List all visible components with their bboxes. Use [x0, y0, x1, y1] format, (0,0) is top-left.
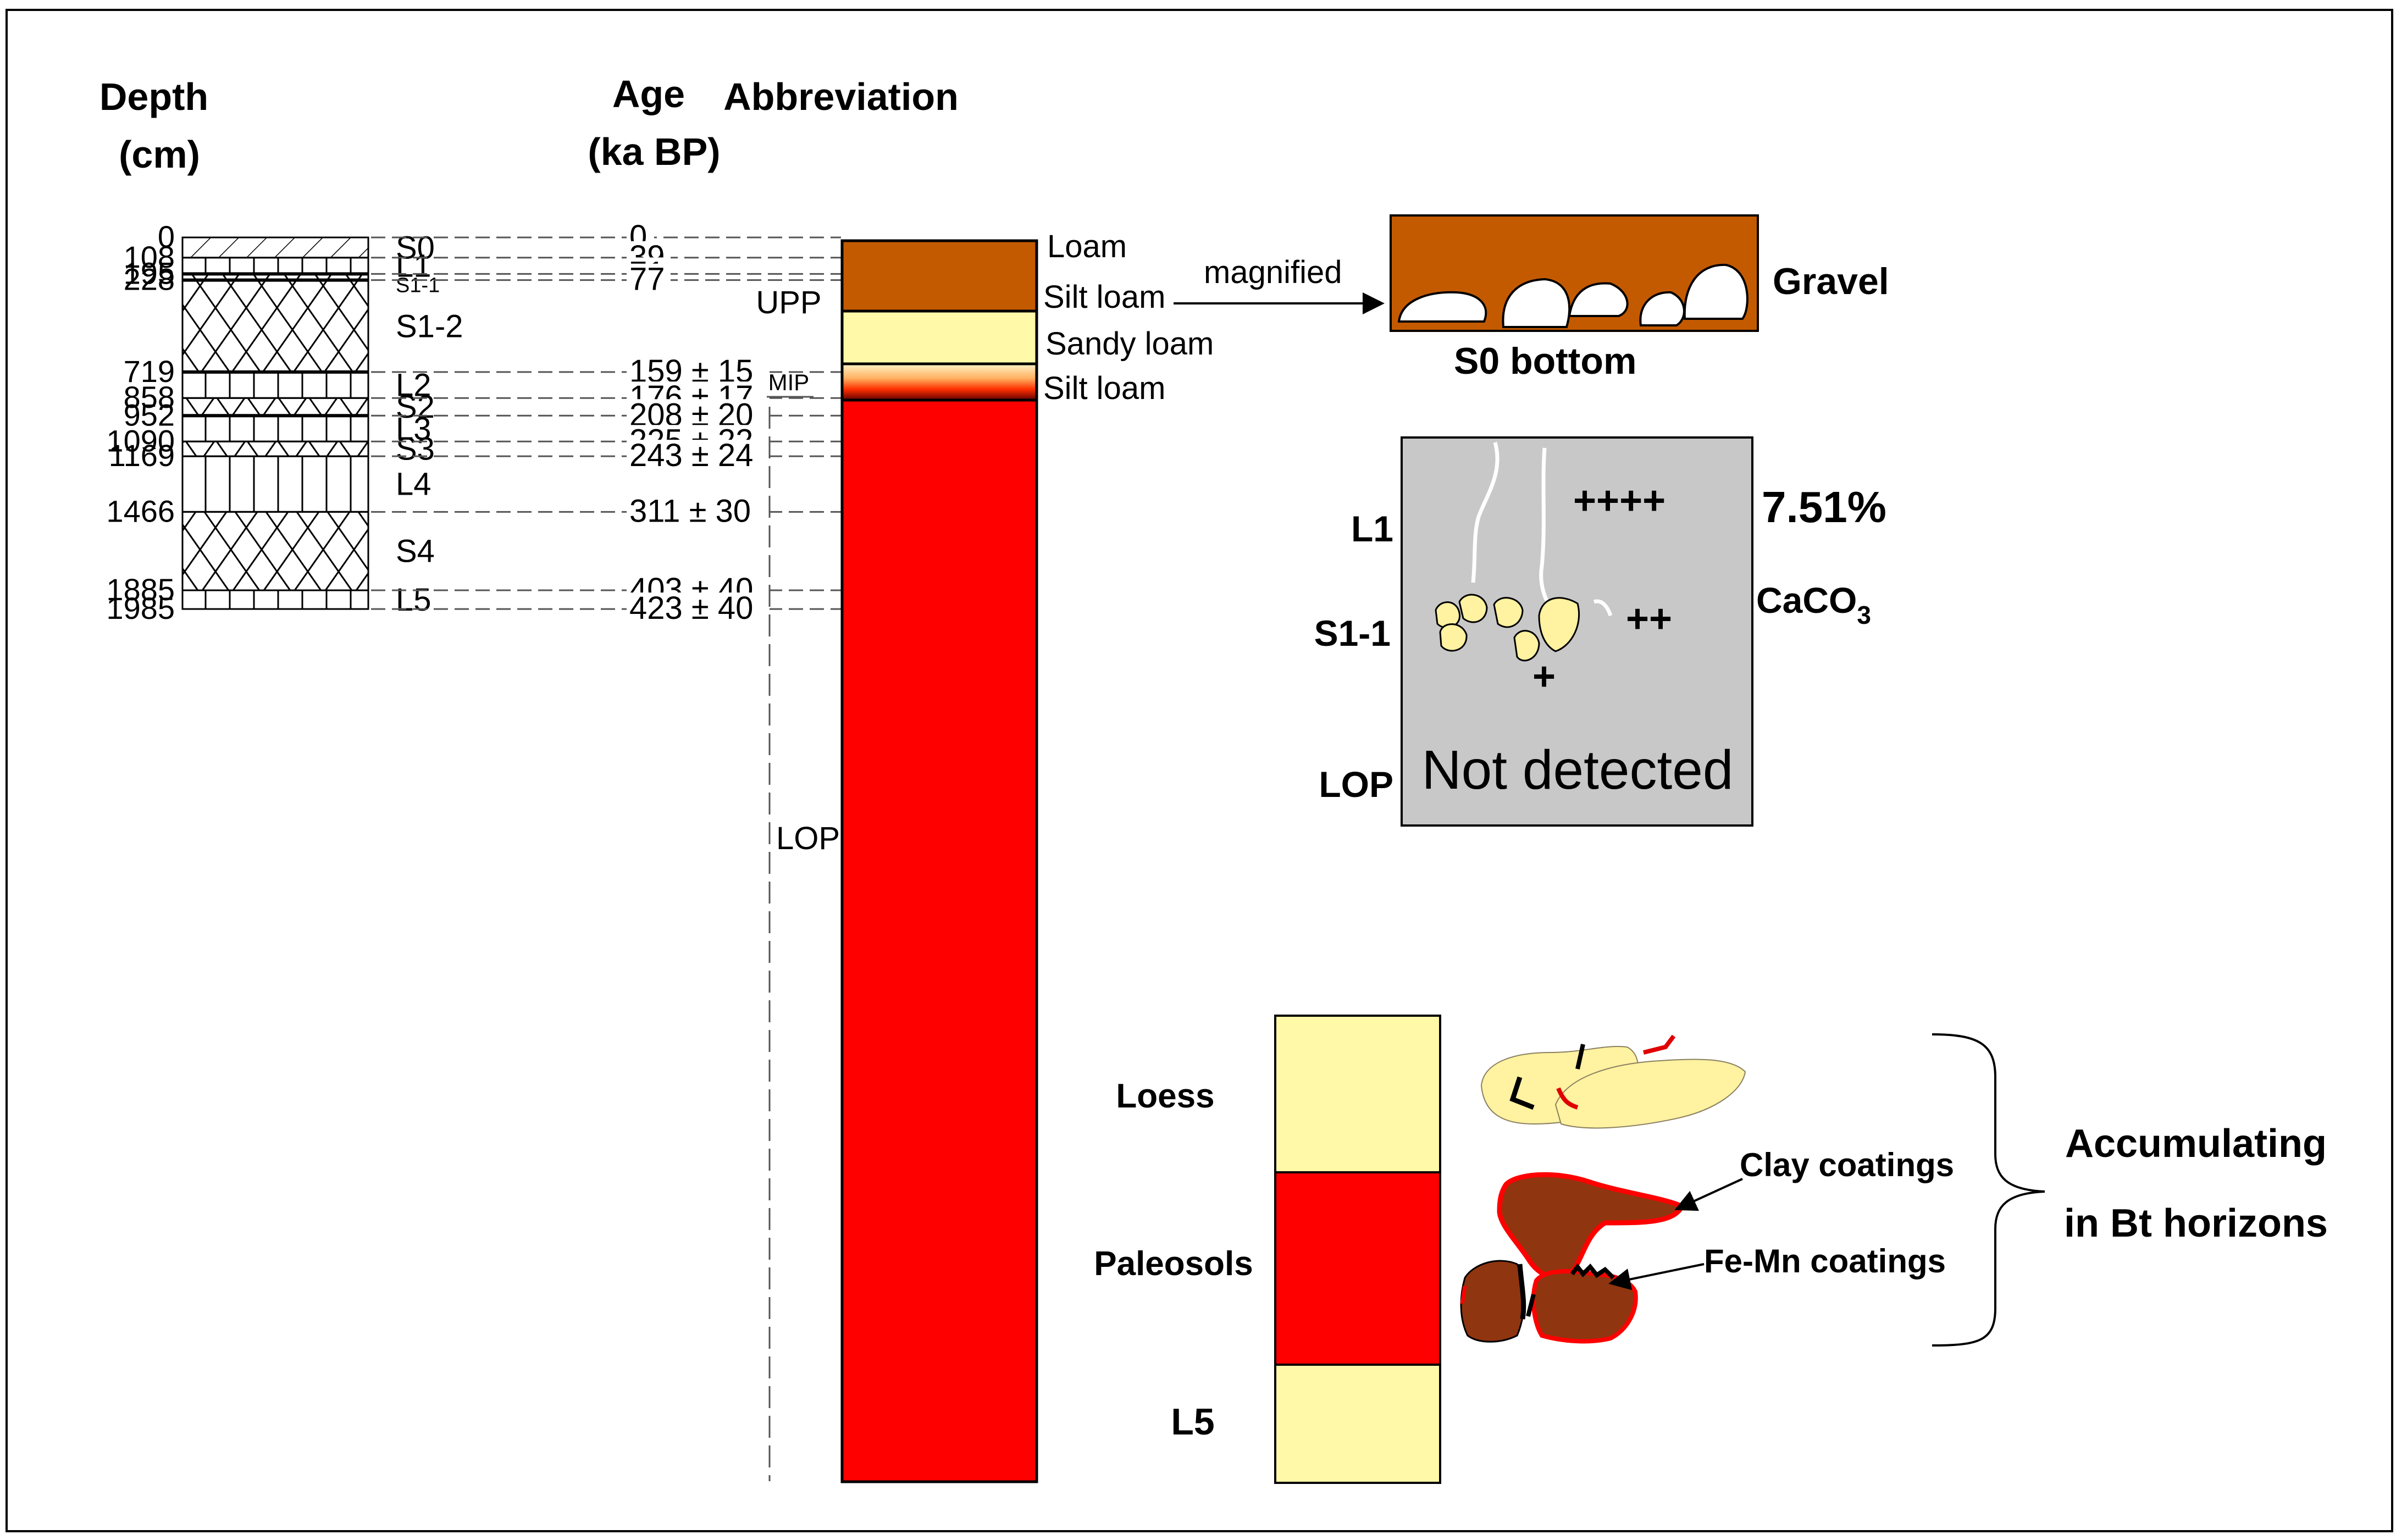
depth-tick-label: 195: [124, 256, 175, 290]
texture-label-sandy-loam: Sandy loam: [1045, 326, 1214, 362]
unit-s3-layer: [181, 440, 369, 457]
carbonate-row-l1: L1: [1351, 508, 1393, 549]
unit-l3-layer: [181, 414, 369, 442]
carbonate-mark-high: ++++: [1573, 479, 1665, 523]
texture-sandy-loam-band: [840, 309, 1038, 365]
unit-l4-layer: [181, 455, 369, 513]
abbr-mip: MIP: [768, 369, 810, 395]
texture-label-loam: Loam: [1047, 229, 1127, 264]
depth-tick-label: 1169: [109, 438, 175, 473]
depth-header: Depth: [99, 75, 208, 118]
bt-label-loess: Loess: [1116, 1077, 1214, 1115]
femn-coatings-label: Fe-Mn coatings: [1704, 1243, 1946, 1279]
depth-tick-label: 108: [124, 240, 175, 274]
unit-label: S1-1: [396, 274, 440, 297]
age-header: Age: [612, 73, 685, 115]
bt-label-l5: L5: [1171, 1401, 1214, 1443]
abbr-upp: UPP: [756, 285, 821, 320]
paleosol-peds: [1460, 1172, 1686, 1344]
age-unit-header: (ka BP): [588, 130, 720, 173]
carbonate-row-lop: LOP: [1319, 764, 1393, 805]
unit-label: S1-2: [396, 308, 463, 344]
unit-label: L1: [396, 248, 431, 284]
unit-s2-layer: [181, 397, 369, 417]
unit-label: S0: [396, 230, 435, 265]
not-detected-label: Not detected: [1421, 739, 1733, 801]
depth-tick-label: 1985: [106, 591, 175, 625]
age-label: 77: [629, 262, 665, 297]
depth-tick-label: 1090: [106, 423, 175, 458]
carbonate-row-s1-1: S1-1: [1314, 613, 1391, 653]
depth-tick-label: 228: [124, 262, 175, 297]
unit-label: L5: [396, 582, 431, 618]
texture-silt-loam-red-band: [840, 398, 1038, 1483]
unit-s4-layer: [181, 511, 369, 591]
depth-unit-header: (cm): [119, 133, 200, 176]
s0-bottom-caption: S0 bottom: [1454, 340, 1636, 382]
unit-label: S3: [396, 431, 435, 467]
gravel-label: Gravel: [1773, 261, 1889, 302]
bt-label-paleosols: Paleosols: [1094, 1245, 1253, 1283]
depth-tick-label: 952: [124, 397, 175, 432]
age-label-bg: [627, 263, 671, 295]
figure-frame: [5, 9, 2393, 1532]
age-label-bg: [627, 399, 770, 430]
age-label-bg: [627, 495, 770, 527]
depth-tick-label: 0: [158, 219, 175, 254]
unit-label: L2: [396, 368, 431, 403]
bt-l5-block: [1274, 1364, 1441, 1484]
curly-brace: [1932, 1033, 2045, 1347]
depth-tick-label: 719: [124, 354, 175, 389]
abbr-lop: LOP: [776, 821, 840, 856]
texture-loam-band: [840, 239, 1038, 313]
root-traces: [1471, 442, 1613, 617]
unit-s0-layer: [181, 236, 369, 259]
gravel-pebbles: [1397, 263, 1748, 328]
age-label-bg: [627, 440, 770, 471]
magnified-label: magnified: [1204, 254, 1342, 290]
abbreviation-header: Abbreviation: [723, 75, 959, 118]
unit-s1-2-layer: [181, 279, 369, 373]
age-label: 243 ± 24: [629, 437, 753, 473]
carbonate-percent: 7.51%: [1762, 483, 1886, 531]
clay-coatings-label: Clay coatings: [1740, 1146, 1954, 1183]
age-label-bg: [627, 592, 770, 624]
caco3-label: CaCO3: [1756, 580, 1871, 629]
carbonate-nodules: [1435, 594, 1580, 662]
carbonate-mark-mid: ++: [1626, 597, 1672, 641]
depth-tick-label: 1885: [106, 572, 175, 607]
unit-l2-layer: [181, 371, 369, 399]
loess-grains: [1480, 1034, 1746, 1129]
texture-label-silt-loam-1: Silt loam: [1043, 279, 1165, 315]
age-label: 423 ± 40: [629, 590, 753, 626]
unit-l1-layer: [181, 257, 369, 275]
texture-label-silt-loam-2: Silt loam: [1043, 370, 1165, 406]
age-label: 311 ± 30: [629, 493, 751, 529]
depth-tick-label: 858: [124, 380, 175, 414]
age-label-bg: [627, 355, 770, 386]
unit-l5-layer: [181, 589, 369, 610]
accumulating-label-line2: in Bt horizons: [2064, 1201, 2328, 1245]
unit-label: L4: [396, 467, 431, 502]
clay-coatings-arrow: [1674, 1178, 1743, 1211]
unit-label: S4: [396, 534, 435, 569]
accumulating-label-line1: Accumulating: [2065, 1122, 2327, 1166]
bt-loess-block: [1274, 1015, 1441, 1173]
depth-tick-label: 1466: [106, 494, 175, 528]
bt-paleosol-block: [1274, 1171, 1441, 1366]
stratigraphic-column: [181, 236, 369, 610]
carbonate-mark-low: +: [1532, 655, 1556, 699]
femn-coatings-arrow: [1608, 1263, 1705, 1290]
texture-mip-band: [840, 362, 1038, 402]
unit-label: S2: [396, 389, 435, 425]
